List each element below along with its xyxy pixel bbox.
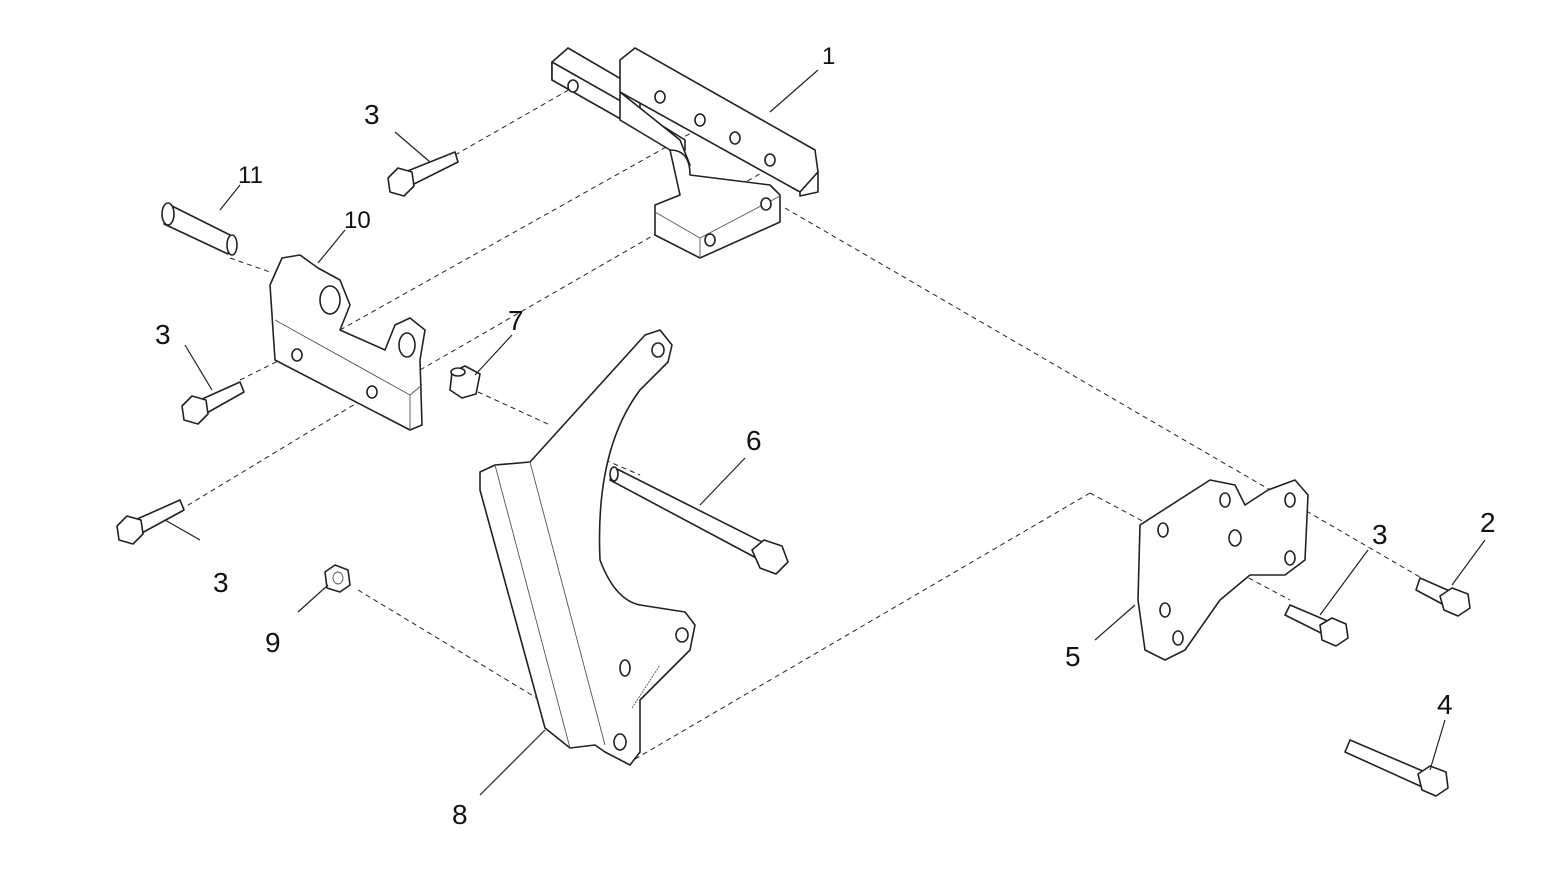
part-9-nut[interactable]	[324, 564, 351, 593]
bolt-2[interactable]	[1415, 577, 1471, 617]
bolt-4[interactable]	[1344, 739, 1449, 797]
callout-8: 8	[452, 799, 468, 830]
part-8-main-bracket[interactable]	[479, 329, 696, 766]
callout-3-middle: 3	[155, 319, 171, 350]
part-10-clevis[interactable]	[269, 254, 426, 431]
leader-lines	[164, 69, 1486, 796]
part-11-pin[interactable]	[161, 202, 238, 256]
bolt-6[interactable]	[609, 466, 789, 575]
callout-2: 2	[1480, 507, 1496, 538]
callout-7: 7	[508, 305, 524, 336]
callout-11: 11	[238, 162, 263, 189]
callout-3-lower: 3	[213, 567, 229, 598]
callout-4: 4	[1437, 689, 1453, 720]
callout-6: 6	[746, 425, 762, 456]
part-7-bushing[interactable]	[449, 365, 481, 399]
part-1-bracket[interactable]	[551, 47, 819, 259]
part-5-plate[interactable]	[1137, 479, 1309, 661]
bolt-3-lower-left[interactable]	[116, 499, 185, 545]
callout-10: 10	[344, 207, 371, 234]
callout-5: 5	[1065, 641, 1081, 672]
callout-1: 1	[822, 43, 835, 70]
callout-labels: 1 2 3 3 3 3 4 5 6 7 8 9 10 11	[155, 43, 1496, 830]
callout-9: 9	[265, 627, 281, 658]
callout-3-right: 3	[1372, 519, 1388, 550]
bolt-3-middle[interactable]	[181, 381, 245, 425]
bolt-3-top[interactable]	[387, 151, 459, 197]
bolt-3-right[interactable]	[1284, 604, 1349, 647]
callout-3-top: 3	[364, 99, 380, 130]
